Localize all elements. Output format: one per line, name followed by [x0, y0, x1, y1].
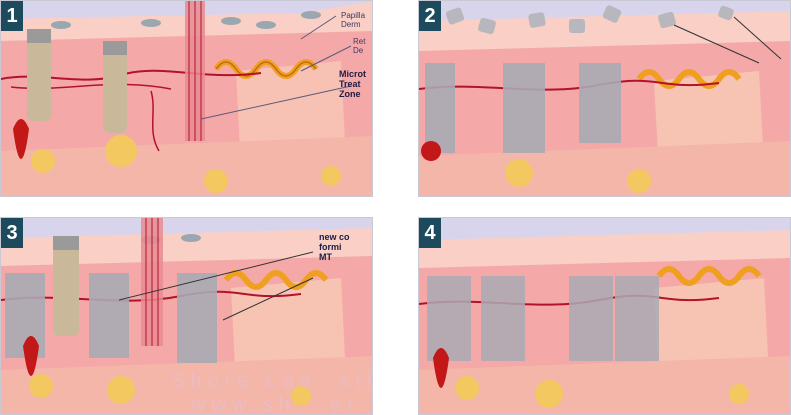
microthermal-zone-label: Microt Treat Zone	[339, 69, 366, 99]
panel-number-badge: 1	[1, 1, 23, 31]
watermark-line-1: Shore Las sthetic	[171, 370, 372, 392]
panel-1: 1	[0, 0, 373, 197]
panel-number-badge: 2	[419, 1, 441, 31]
papillary-dermis-label: Papilla Derm	[341, 11, 366, 29]
reticular-dermis-label: Ret De	[353, 37, 366, 55]
panel-4: 4	[418, 217, 791, 415]
panel-number-badge: 4	[419, 218, 441, 248]
skin-diagram	[1, 218, 372, 414]
skin-diagram	[1, 1, 372, 196]
skin-diagram	[419, 1, 790, 196]
new-collagen-label: new co formi MT	[319, 232, 350, 262]
panel-3: 3 new co formi MT Shore Las sthetic www.…	[0, 217, 373, 415]
skin-diagram	[419, 218, 790, 414]
watermark-line-2: www.sh er.com	[191, 394, 372, 415]
panel-2: 2	[418, 0, 791, 197]
panel-number-badge: 3	[1, 218, 23, 248]
